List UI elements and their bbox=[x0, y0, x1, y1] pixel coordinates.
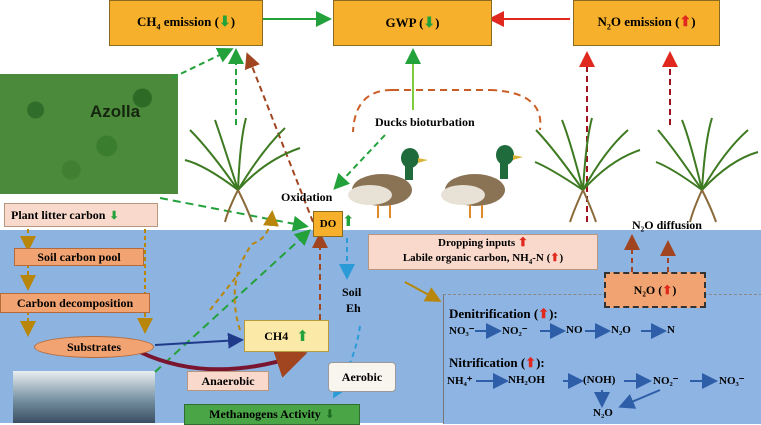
arrow-down-icon: ⬇ bbox=[218, 15, 231, 31]
arrow-up-icon: ⬆ bbox=[296, 328, 309, 345]
nit-n2o: N₂O bbox=[593, 407, 613, 419]
nitrification-title: Nitrification (⬆): bbox=[449, 355, 545, 370]
arrow-up-icon: ⬆ bbox=[679, 15, 692, 31]
plant-litter-carbon-label: Plant litter carbon bbox=[11, 207, 106, 222]
aerobic-box: Aerobic bbox=[328, 362, 396, 392]
plant-litter-carbon-box: Plant litter carbon ⬇ bbox=[4, 203, 158, 227]
carbon-decomposition-box: Carbon decomposition bbox=[0, 293, 150, 313]
denit-no2: NO₂⁻ bbox=[502, 325, 528, 337]
n2o-emission-label: N2O emission (⬆) bbox=[597, 14, 696, 32]
methanogens-activity-label: Methanogens Activity bbox=[209, 407, 321, 421]
nit-nh4: NH₄⁺ bbox=[447, 375, 473, 387]
anaerobic-box: Anaerobic bbox=[187, 371, 269, 391]
ducks-bioturbation-label: Ducks bioturbation bbox=[375, 115, 475, 129]
arrow-up-icon: ⬆ bbox=[662, 282, 673, 297]
rice-plant-middle-right bbox=[534, 117, 641, 223]
substrates-label: Substrates bbox=[66, 339, 121, 354]
denit-no3: NO₃⁻ bbox=[449, 325, 475, 337]
n2o-emission-box: N2O emission (⬆) bbox=[573, 0, 720, 46]
azolla-label: Azolla bbox=[90, 102, 141, 121]
aerobic-label: Aerobic bbox=[341, 369, 383, 384]
n2o-production-box: N₂O (⬆) bbox=[604, 272, 706, 308]
carbon-decomposition-label: Carbon decomposition bbox=[16, 295, 134, 310]
azolla-image bbox=[0, 74, 178, 194]
substrates-ellipse: Substrates bbox=[34, 336, 154, 358]
rice-plant-right bbox=[655, 117, 759, 223]
soil-carbon-pool-box: Soil carbon pool bbox=[14, 248, 144, 266]
soil-label: Soil bbox=[342, 285, 362, 299]
denit-n: N bbox=[667, 324, 675, 336]
duck-left bbox=[348, 148, 428, 218]
ch4-production-label: CH4 bbox=[264, 328, 289, 343]
eh-label: Eh bbox=[346, 301, 361, 315]
nit-no2: NO₂⁻ bbox=[653, 375, 679, 387]
rice-plant-left bbox=[184, 117, 301, 223]
ch4-production-box: CH4 ⬆ bbox=[244, 320, 329, 352]
n2o-diffusion-label: N₂O diffusion bbox=[632, 218, 702, 232]
gwp-box: GWP (⬇) bbox=[333, 0, 492, 46]
arrow-up-icon: ⬆ bbox=[517, 235, 528, 249]
do-label: DO bbox=[319, 218, 337, 230]
labile-organic-carbon-line: Labile organic carbon, NH4-N (⬆) bbox=[402, 252, 564, 267]
arrow-down-icon: ⬇ bbox=[423, 15, 436, 31]
methanogens-activity-box: Methanogens Activity ⬇ bbox=[184, 404, 360, 425]
dropping-inputs-title: Dropping inputs ⬆ bbox=[438, 235, 528, 249]
soil-carbon-pool-label: Soil carbon pool bbox=[37, 249, 121, 264]
do-arrow-up-icon: ⬆ bbox=[342, 214, 355, 230]
nit-noh: (NOH) bbox=[583, 374, 616, 386]
dropping-inputs-box: Dropping inputs ⬆ Labile organic carbon,… bbox=[368, 234, 598, 270]
n2o-production-label: N₂O (⬆) bbox=[633, 282, 677, 297]
denit-no: NO bbox=[566, 324, 583, 336]
denitrification-title: Denitrification (⬆): bbox=[449, 306, 558, 321]
arrow-up-icon: ⬆ bbox=[525, 355, 537, 370]
do-box: DO bbox=[313, 211, 343, 237]
arrow-up-icon: ⬆ bbox=[538, 306, 550, 321]
arrow-up-icon: ⬆ bbox=[550, 252, 560, 264]
gwp-label: GWP (⬇) bbox=[385, 14, 440, 31]
fish-image bbox=[13, 371, 155, 423]
ch4-emission-box: CH4 emission (⬇) bbox=[109, 0, 263, 46]
ch4-emission-label: CH4 emission (⬇) bbox=[136, 14, 236, 32]
nit-no3: NO₃⁻ bbox=[719, 375, 745, 387]
arrow-down-icon: ⬇ bbox=[109, 209, 119, 222]
duck-right bbox=[441, 145, 523, 218]
anaerobic-label: Anaerobic bbox=[201, 373, 255, 388]
arrow-down-icon: ⬇ bbox=[324, 407, 335, 421]
oxidation-label: Oxidation bbox=[281, 190, 333, 204]
nit-nh2oh: NH₂OH bbox=[508, 374, 545, 386]
denit-n2o: N₂O bbox=[611, 324, 631, 336]
